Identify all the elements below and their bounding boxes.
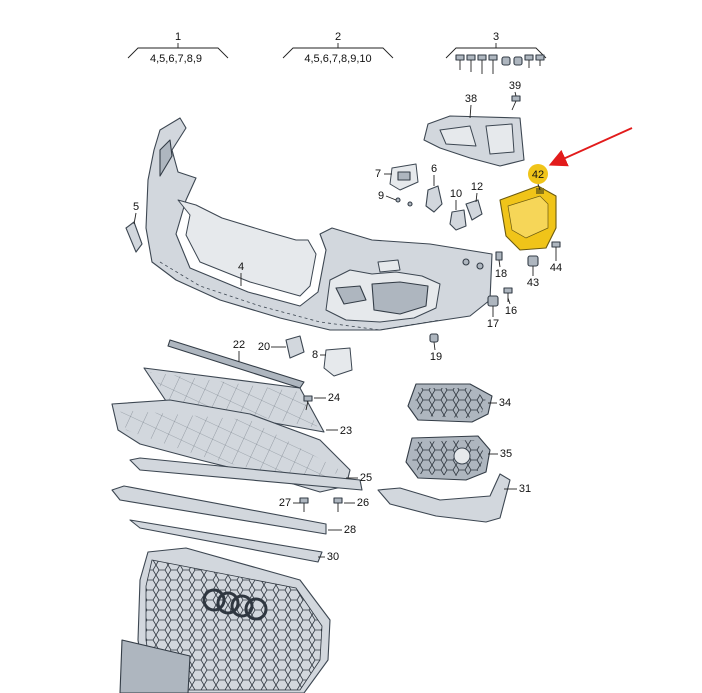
label-25: 25: [360, 472, 372, 484]
label-22: 22: [233, 339, 245, 351]
label-9: 9: [378, 190, 384, 202]
main-grille: [119, 547, 331, 693]
part-5-trim: [125, 221, 143, 253]
part-8-cover: [323, 347, 353, 377]
part-17-nut: [487, 295, 499, 307]
label-30: 30: [327, 551, 339, 563]
label-28: 28: [344, 524, 356, 536]
group-header-3: 3: [445, 31, 547, 74]
part-12-holder: [465, 199, 483, 221]
label-19: 19: [430, 351, 442, 363]
label-39: 39: [509, 80, 521, 92]
part-43-nut: [527, 255, 539, 267]
label-16: 16: [505, 305, 517, 317]
label-26: 26: [357, 497, 369, 509]
label-35: 35: [500, 448, 512, 460]
part-28-lip: [111, 485, 327, 535]
group-items-1: 4,5,6,7,8,9: [150, 53, 202, 65]
part-23-underbody-panel: [111, 399, 351, 493]
label-4: 4: [238, 261, 244, 273]
label-17: 17: [487, 318, 499, 330]
part-31-trim: [377, 473, 511, 523]
label-18: 18: [495, 268, 507, 280]
label-10: 10: [450, 188, 462, 200]
label-7: 7: [375, 168, 381, 180]
label-23: 23: [340, 425, 352, 437]
label-20: 20: [258, 341, 270, 353]
red-pointer-arrow: [548, 127, 633, 167]
part-22-strip: [143, 339, 325, 433]
label-42-badge: [528, 164, 548, 184]
group-header-1: 1 4,5,6,7,8,9: [127, 31, 229, 65]
part-16-screw: [503, 287, 513, 302]
part-38-bracket: [423, 115, 525, 167]
four-rings-logo: [202, 588, 268, 621]
part-26-screw: [333, 497, 343, 512]
part-25-strip: [129, 457, 363, 491]
label-43: 43: [527, 277, 539, 289]
bumper-cover: [145, 117, 493, 331]
group-items-2: 4,5,6,7,8,9,10: [304, 53, 371, 65]
label-42: 42: [532, 169, 544, 181]
label-24: 24: [328, 392, 340, 404]
part-30-lip: [129, 519, 323, 563]
label-6: 6: [431, 163, 437, 175]
part-24-screw: [303, 395, 313, 411]
part-18-clip: [495, 251, 503, 261]
label-5: 5: [133, 201, 139, 213]
part-39-screw: [511, 95, 521, 111]
group-number-3: 3: [493, 31, 499, 43]
group-number-2: 2: [335, 31, 341, 43]
label-38: 38: [465, 93, 477, 105]
part-44-screw: [551, 241, 561, 256]
label-44: 44: [550, 262, 562, 274]
part-42-guide-highlighted: [499, 185, 557, 251]
group-header-2: 2 4,5,6,7,8,9,10: [282, 31, 394, 65]
callouts: 4 5 6 7 8 9 10 12 16 17 18 19 20 22 23 2…: [133, 80, 562, 563]
part-7-insert: [397, 171, 411, 181]
label-27: 27: [279, 497, 291, 509]
part-19-clip: [429, 333, 439, 343]
part-27-screw: [299, 497, 309, 512]
fastener-set-icon: [455, 54, 545, 74]
label-12: 12: [471, 181, 483, 193]
part-6-bracket: [425, 185, 443, 213]
part-20-cover: [285, 335, 305, 359]
part-34-side-grille: [407, 383, 493, 423]
part-10-sensor: [449, 209, 467, 231]
label-34: 34: [499, 397, 511, 409]
group-number-1: 1: [175, 31, 181, 43]
part-9-clips: [395, 197, 413, 207]
part-35-side-grille: [405, 435, 491, 481]
label-8: 8: [312, 349, 318, 361]
label-31: 31: [519, 483, 531, 495]
